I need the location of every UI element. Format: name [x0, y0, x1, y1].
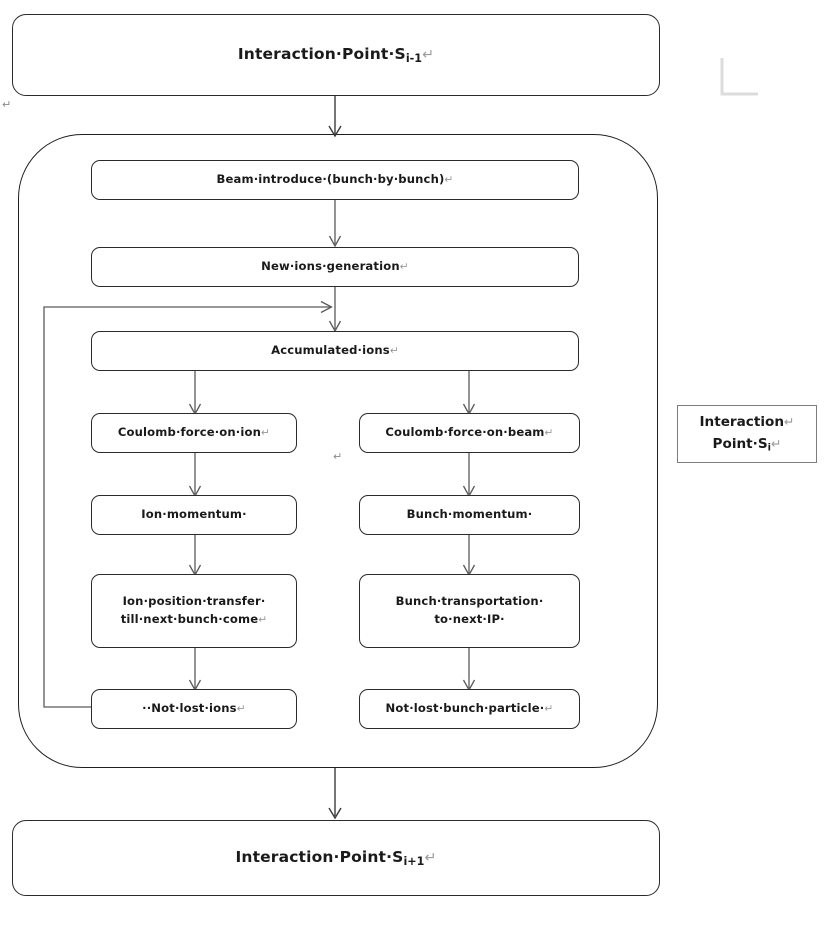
node-new-ions-generation[interactable]: New·ions·generation↵ [91, 247, 579, 287]
edge-ion-momentum-to-ion-position-transfer [186, 535, 204, 577]
node-label-ion-momentum: Ion·momentum· [141, 507, 247, 522]
node-label-bunch-transportation-line2: to·next·IP· [434, 612, 505, 626]
annotation-line-1: Interaction↵ [699, 414, 795, 431]
edge-feedback-not-lost-ions-to-accumulated-ions [38, 300, 338, 712]
node-beam-introduce[interactable]: Beam·introduce·(bunch·by·bunch)↵ [91, 160, 579, 200]
edge-coulomb-on-beam-to-bunch-momentum [460, 453, 478, 498]
node-label-bunch-momentum: Bunch·momentum· [406, 507, 533, 522]
node-label-not-lost-ions: ··Not·lost·ions↵ [142, 701, 246, 716]
node-bunch-transportation[interactable]: Bunch·transportation· to·next·IP· [359, 574, 580, 648]
node-label-not-lost-bunch-particle: Not·lost·bunch·particle·↵ [385, 701, 554, 716]
node-label-coulomb-force-on-beam: Coulomb·force·on·beam↵ [385, 425, 554, 440]
node-ion-position-transfer[interactable]: Ion·position·transfer· till·next·bunch·c… [91, 574, 297, 648]
edge-group-to-ip-next [326, 768, 344, 820]
page-margin-corner-guide [718, 58, 760, 98]
node-interaction-point-previous[interactable]: Interaction·Point·Si-1↵ [12, 14, 660, 96]
node-label-bunch-transportation-line1: Bunch·transportation· [395, 594, 544, 609]
node-not-lost-bunch-particle[interactable]: Not·lost·bunch·particle·↵ [359, 689, 580, 729]
annotation-interaction-point-current[interactable]: Interaction↵ Point·Si↵ [677, 405, 817, 463]
node-interaction-point-next[interactable]: Interaction·Point·Si+1↵ [12, 820, 660, 896]
node-not-lost-ions[interactable]: ··Not·lost·ions↵ [91, 689, 297, 729]
node-label-beam-introduce: Beam·introduce·(bunch·by·bunch)↵ [216, 172, 454, 187]
edge-ip-prev-to-beam-introduce [326, 96, 344, 138]
node-coulomb-force-on-beam[interactable]: Coulomb·force·on·beam↵ [359, 413, 580, 453]
node-coulomb-force-on-ion[interactable]: Coulomb·force·on·ion↵ [91, 413, 297, 453]
edge-beam-introduce-to-new-ions [326, 200, 344, 248]
node-label-ion-position-transfer-line1: Ion·position·transfer· [122, 594, 266, 609]
edge-ion-position-transfer-to-not-lost-ions [186, 648, 204, 692]
node-label-interaction-point-previous: Interaction·Point·Si-1↵ [237, 45, 435, 66]
edge-bunch-transportation-to-not-lost-bunch [460, 648, 478, 692]
node-label-accumulated-ions: Accumulated·ions↵ [271, 343, 399, 358]
node-label-interaction-point-next: Interaction·Point·Si+1↵ [235, 848, 437, 869]
edge-accumulated-ions-to-coulomb-on-beam [460, 371, 478, 416]
stray-pilcrow-left: ↵ [2, 98, 12, 111]
node-label-new-ions-generation: New·ions·generation↵ [261, 259, 409, 274]
stray-pilcrow-middle: ↵ [333, 450, 343, 463]
node-label-coulomb-force-on-ion: Coulomb·force·on·ion↵ [117, 425, 271, 440]
edge-bunch-momentum-to-bunch-transportation [460, 535, 478, 577]
node-bunch-momentum[interactable]: Bunch·momentum· [359, 495, 580, 535]
edge-accumulated-ions-to-coulomb-on-ion [186, 371, 204, 416]
node-accumulated-ions[interactable]: Accumulated·ions↵ [91, 331, 579, 371]
annotation-line-2: Point·Si↵ [712, 436, 782, 454]
node-ion-momentum[interactable]: Ion·momentum· [91, 495, 297, 535]
node-label-ion-position-transfer-line2: till·next·bunch·come↵ [120, 612, 268, 626]
edge-coulomb-on-ion-to-ion-momentum [186, 453, 204, 498]
group-frame-interaction-point-current [18, 134, 658, 768]
